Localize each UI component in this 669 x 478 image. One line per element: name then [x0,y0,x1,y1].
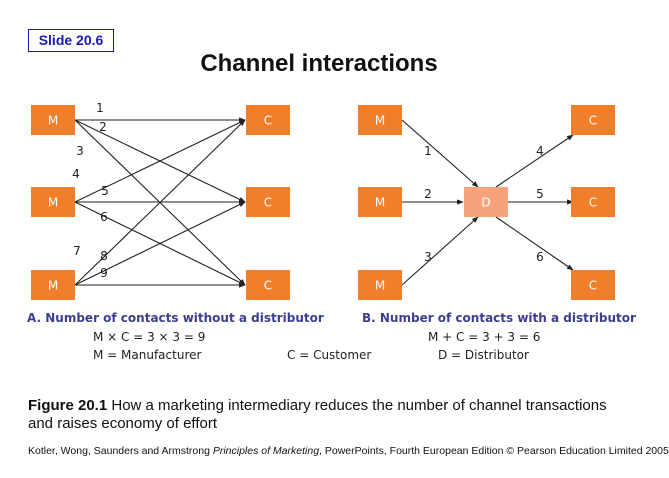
figure-caption-label: Figure 20.1 [28,397,108,414]
customer-node-a-1-box [246,105,290,135]
manufacturer-node-b-3: M [358,270,402,300]
contact-line-7 [74,119,246,286]
customer-node-a-1-label: C [264,114,272,128]
customer-node-a-2-box [246,187,290,217]
distributor-contact-line-4 [495,134,574,188]
distributor-contact-number-3: 3 [424,250,432,264]
distributor-contact-number-6: 6 [536,250,544,264]
manufacturer-node-b-3-box [358,270,402,300]
customer-node-a-1: C [246,105,290,135]
manufacturer-node-a-1-box [31,105,75,135]
customer-node-b-3: C [571,270,615,300]
customer-node-b-2-label: C [589,196,597,210]
distributor-contact-number-5: 5 [536,187,544,201]
credit-authors: Kotler, Wong, Saunders and Armstrong [28,445,213,457]
customer-node-a-2: C [246,187,290,217]
contact-number-9: 9 [100,266,108,280]
customer-node-a-3-label: C [264,279,272,293]
customer-node-a-3: C [246,270,290,300]
figure-caption: Figure 20.1 How a marketing intermediary… [28,397,618,433]
diagram-text-block: A. Number of contacts without a distribu… [27,311,636,362]
manufacturer-node-a-1: M [31,105,75,135]
customer-node-a-3-box [246,270,290,300]
manufacturer-node-b-1-label: M [375,114,385,128]
manufacturer-node-b-2: M [358,187,402,217]
contact-number-3: 3 [76,144,84,158]
manufacturer-node-b-2-box [358,187,402,217]
distributor-contact-number-4: 4 [536,144,544,158]
figure-caption-text: How a marketing intermediary reduces the… [28,397,607,432]
contact-number-2: 2 [99,120,107,134]
contact-number-6: 6 [100,210,108,224]
distributor-contact-line-6 [495,216,574,271]
distributor-contact-number-1: 1 [424,144,432,158]
manufacturer-node-a-2-label: M [48,196,58,210]
distributor-contact-line-3 [401,216,479,286]
manufacturer-node-a-3: M [31,270,75,300]
customer-node-b-1-label: C [589,114,597,128]
customer-legend: C = Customer [287,348,371,362]
manufacturer-node-b-1-box [358,105,402,135]
contact-number-7: 7 [73,244,81,258]
manufacturer-legend: M = Manufacturer [93,348,201,362]
customer-node-b-3-label: C [589,279,597,293]
manufacturer-node-a-3-box [31,270,75,300]
manufacturer-node-a-2-box [31,187,75,217]
credit-edition: , PowerPoints, Fourth European Edition ©… [319,445,669,457]
panel-a-formula: M × C = 3 × 3 = 9 [93,330,205,344]
customer-node-b-3-box [571,270,615,300]
copyright-credit: Kotler, Wong, Saunders and Armstrong Pri… [28,445,669,457]
manufacturer-node-b-2-label: M [375,196,385,210]
distributor-contact-number-2: 2 [424,187,432,201]
customer-node-b-2-box [571,187,615,217]
slide-number-label: Slide 20.6 [28,29,114,52]
panel-b-formula: M + C = 3 + 3 = 6 [428,330,540,344]
contact-number-1: 1 [96,101,104,115]
manufacturer-node-a-3-label: M [48,279,58,293]
contact-line-4 [74,119,246,203]
credit-book-title: Principles of Marketing [212,445,320,457]
manufacturer-node-b-1: M [358,105,402,135]
slide-title: Channel interactions [200,50,438,77]
distributor-contact-line-1 [401,119,479,188]
customer-node-b-2: C [571,187,615,217]
distributor-node: D [464,187,508,217]
contact-number-5: 5 [101,184,109,198]
panel-a-heading: A. Number of contacts without a distribu… [27,311,324,325]
distributor-node-label: D [481,196,490,210]
distributor-legend: D = Distributor [438,348,529,362]
contact-line-8 [74,201,246,286]
contact-number-8: 8 [100,249,108,263]
distributor-node-box [464,187,508,217]
contact-number-4: 4 [72,167,80,181]
manufacturer-node-a-1-label: M [48,114,58,128]
panel-b-heading: B. Number of contacts with a distributor [362,311,636,325]
manufacturer-node-a-2: M [31,187,75,217]
customer-node-b-1: C [571,105,615,135]
customer-node-a-2-label: C [264,196,272,210]
manufacturer-node-b-3-label: M [375,279,385,293]
customer-node-b-1-box [571,105,615,135]
